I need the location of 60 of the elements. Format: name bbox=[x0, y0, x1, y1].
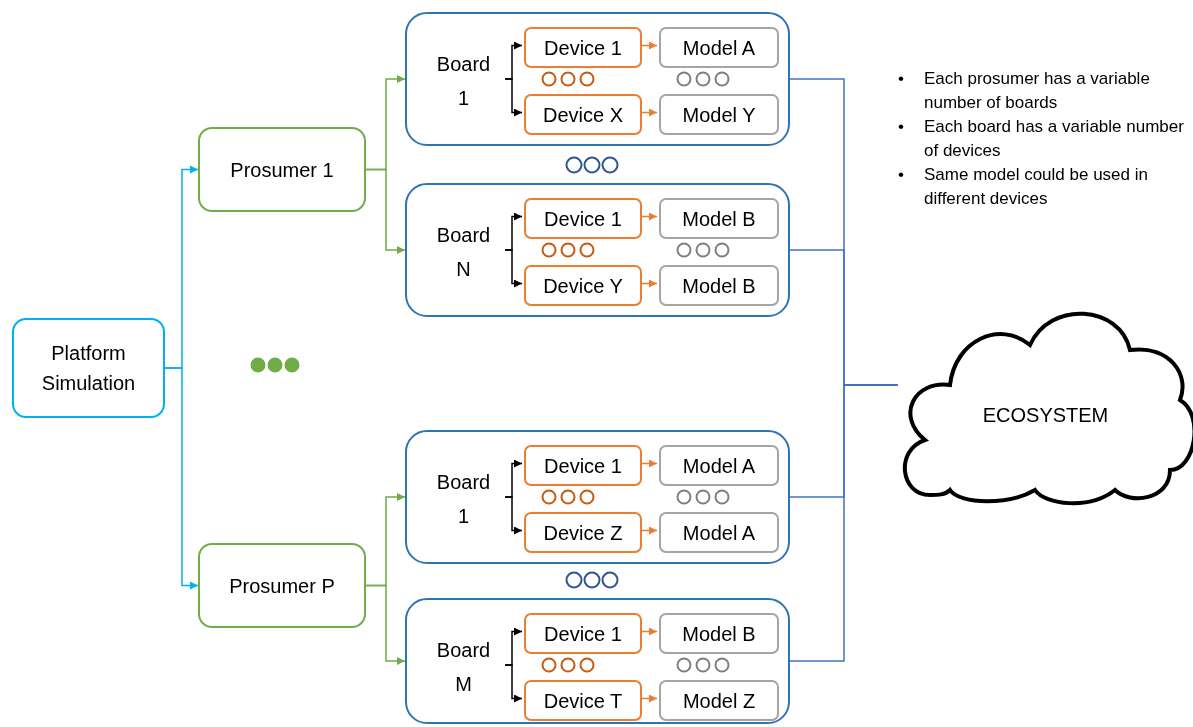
model-box bbox=[659, 265, 779, 306]
device-box bbox=[524, 512, 642, 553]
node-label: Model B bbox=[682, 206, 756, 232]
node-label: Prosumer 1 bbox=[230, 157, 334, 183]
node-label: Board 1 bbox=[435, 52, 492, 111]
node-label: Board N bbox=[435, 223, 492, 282]
node-label: Model Z bbox=[682, 688, 756, 714]
model-box bbox=[659, 445, 779, 486]
node-label: Device X bbox=[543, 102, 623, 128]
board-panel bbox=[405, 598, 790, 724]
prosumer-box bbox=[198, 543, 366, 628]
node-label: Device T bbox=[543, 688, 623, 714]
connector-arrow bbox=[504, 249, 523, 288]
connector-arrow bbox=[365, 168, 406, 254]
node-label: Device Z bbox=[543, 520, 623, 546]
node-label: Device 1 bbox=[544, 621, 622, 647]
board-panel bbox=[405, 12, 790, 146]
platform-box bbox=[12, 318, 165, 418]
device-box bbox=[524, 680, 642, 721]
connector-arrow bbox=[504, 78, 523, 117]
note-text: Same model could be used in different devices bbox=[924, 164, 1149, 210]
node-label: Device 1 bbox=[544, 453, 622, 479]
connector-arrow bbox=[164, 367, 199, 590]
bullet-mark: • bbox=[898, 164, 905, 186]
node-label: Model A bbox=[682, 453, 756, 479]
prosumer-box bbox=[198, 127, 366, 212]
node-label: Device 1 bbox=[544, 206, 622, 232]
model-box bbox=[659, 94, 779, 135]
node-label: Model B bbox=[682, 621, 756, 647]
connector-arrow bbox=[365, 584, 406, 665]
model-box bbox=[659, 27, 779, 68]
node-label: Device Y bbox=[543, 273, 623, 299]
device-box bbox=[524, 198, 642, 239]
node-label: Board 1 bbox=[435, 470, 492, 529]
board-panel bbox=[405, 183, 790, 317]
node-label: Model A bbox=[682, 35, 756, 61]
node-label: Model Y bbox=[682, 102, 756, 128]
node-label: Model A bbox=[682, 520, 756, 546]
model-box bbox=[659, 680, 779, 721]
connector-arrow bbox=[504, 496, 523, 535]
node-label: Prosumer P bbox=[229, 573, 335, 599]
model-box bbox=[659, 198, 779, 239]
model-box bbox=[659, 613, 779, 654]
device-box bbox=[524, 94, 642, 135]
connector-arrow bbox=[504, 664, 523, 703]
note-text: Each prosumer has a variable number of boards bbox=[924, 68, 1151, 114]
node-label: Platform Simulation bbox=[40, 341, 137, 396]
node-label: Device 1 bbox=[544, 35, 622, 61]
node-label: Model B bbox=[682, 273, 756, 299]
device-box bbox=[524, 613, 642, 654]
note-text: Each board has a variable number of devices bbox=[924, 116, 1184, 162]
board-panel bbox=[405, 430, 790, 564]
device-box bbox=[524, 27, 642, 68]
node-label: Board M bbox=[435, 638, 492, 697]
device-box bbox=[524, 445, 642, 486]
device-box bbox=[524, 265, 642, 306]
bullet-mark: • bbox=[898, 68, 905, 90]
bullet-mark: • bbox=[898, 116, 905, 138]
model-box bbox=[659, 512, 779, 553]
node-label: ECOSYSTEM bbox=[982, 403, 1109, 428]
